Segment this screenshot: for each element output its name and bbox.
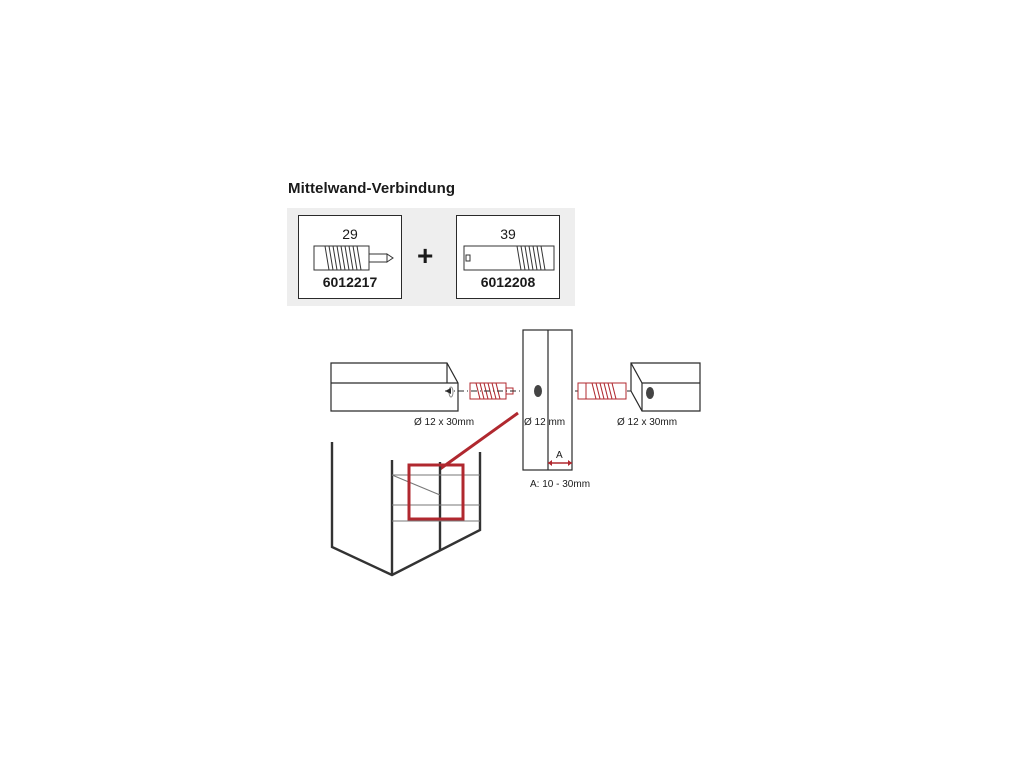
right-bore-icon xyxy=(646,387,654,399)
cabinet-frame xyxy=(330,442,482,577)
part-length: 39 xyxy=(500,226,516,242)
detail-highlight-box xyxy=(407,463,465,521)
page-title: Mittelwand-Verbindung xyxy=(288,180,456,197)
part-card-6012217: 29 6012217 xyxy=(298,215,402,299)
left-bore-label: Ø 12 x 30mm xyxy=(414,417,474,428)
callout-line xyxy=(439,411,519,471)
right-beam xyxy=(630,362,701,412)
center-panel xyxy=(522,329,573,471)
center-bore-label: Ø 12 mm xyxy=(524,417,565,428)
dimension-a-label: A xyxy=(556,450,563,461)
part-number: 6012217 xyxy=(322,274,378,290)
part-card-6012208: 39 6012208 xyxy=(456,215,560,299)
assembly-diagram: A Ø 12 x 30mm Ø 12 mm Ø 12 x 30mm A: 10 … xyxy=(330,329,701,577)
threaded-sleeve-icon xyxy=(463,245,555,271)
right-bore-label: Ø 12 x 30mm xyxy=(617,417,677,428)
parts-panel: 29 6012217 + 39 xyxy=(287,208,575,306)
part-length: 29 xyxy=(342,226,358,242)
part-number: 6012208 xyxy=(480,274,536,290)
dowel-connector-icon xyxy=(313,245,394,271)
plus-sign: + xyxy=(417,240,434,271)
dimension-range-label: A: 10 - 30mm xyxy=(530,479,590,490)
center-bore-icon xyxy=(534,385,542,397)
right-dowel xyxy=(577,382,627,400)
left-beam xyxy=(330,362,459,412)
